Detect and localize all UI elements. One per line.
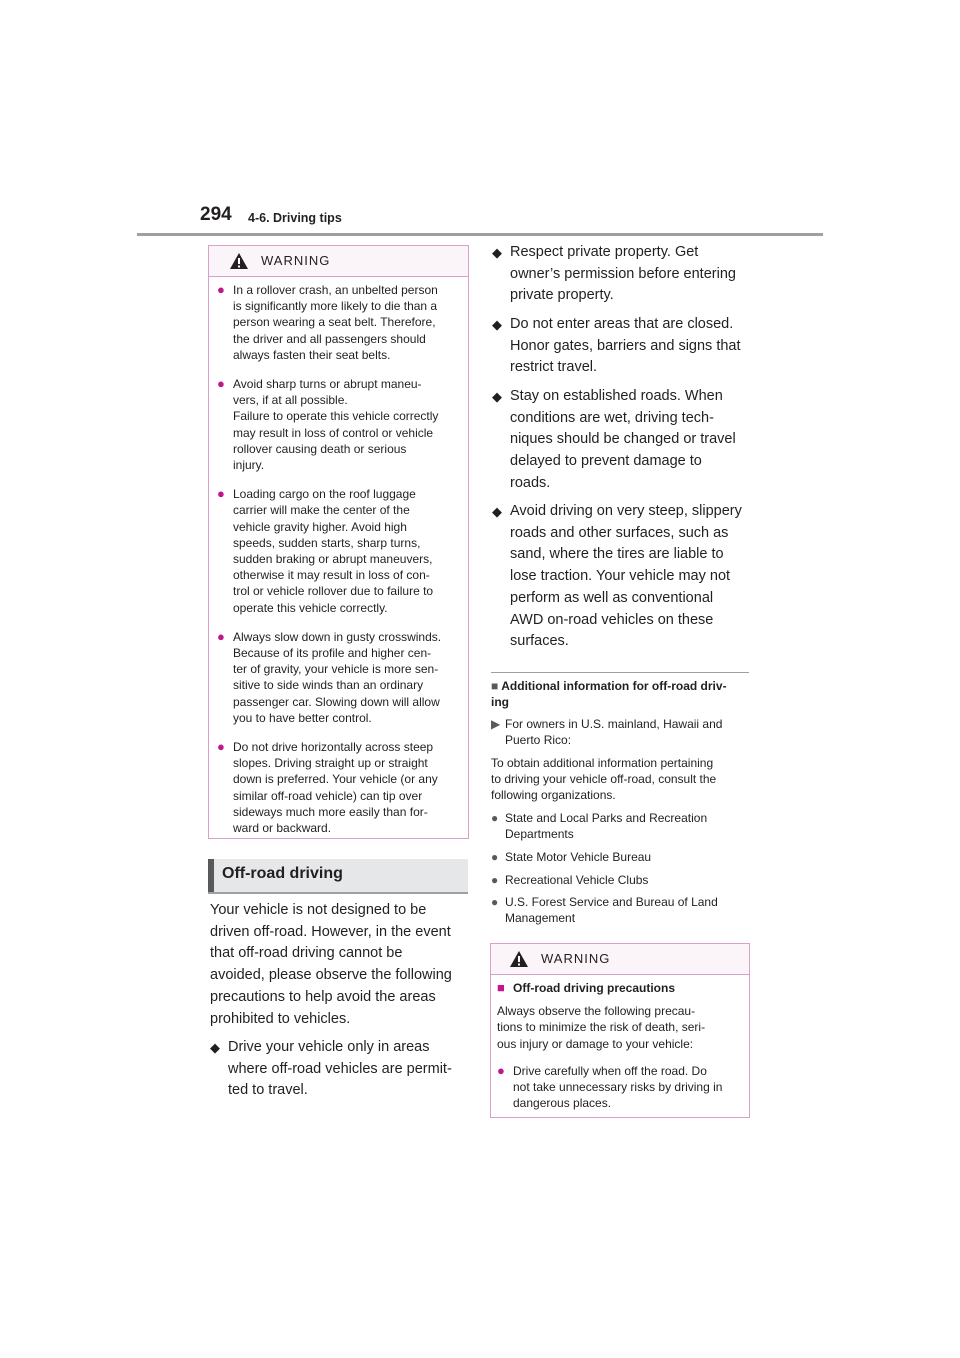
warning-header: WARNING [209, 246, 468, 277]
organization-item: ●U.S. Forest Service and Bureau of Land … [491, 895, 718, 926]
heading-marker [208, 859, 214, 892]
section-divider [491, 672, 749, 673]
diamond-bullet-icon: ◆ [210, 1040, 220, 1055]
offroad-section-heading: Off-road driving [208, 859, 468, 894]
additional-info-body: To obtain additional information pertain… [491, 756, 717, 803]
warning-body: Always observe the following precau- tio… [497, 1004, 706, 1051]
warning-item: ●Loading cargo on the roof luggage carri… [217, 486, 434, 615]
offroad-intro: Your vehicle is not designed to be drive… [210, 902, 452, 1027]
arrow-bullet-icon: ▶ [491, 717, 501, 731]
offroad-bullet: ◆Do not enter areas that are closed. Hon… [492, 316, 741, 376]
warning-triangle-icon [510, 951, 528, 967]
section-title: 4-6. Driving tips [248, 211, 342, 225]
square-bullet-icon: ■ [497, 980, 505, 995]
organization-item: ●State and Local Parks and Recreation De… [491, 811, 708, 842]
header-rule [137, 233, 823, 236]
warning-subheading: ■Off-road driving precautions [497, 980, 676, 995]
page-number: 294 [200, 204, 232, 225]
owners-note: ▶For owners in U.S. mainland, Hawaii and… [491, 717, 723, 748]
warning-title: WARNING [541, 951, 611, 966]
warning-item: ●Do not drive horizontally across steep … [217, 739, 438, 836]
offroad-bullet: ◆Avoid driving on very steep, slippery r… [492, 503, 742, 650]
warning-item: ●Always slow down in gusty crosswinds. B… [217, 628, 442, 725]
warning-title: WARNING [261, 253, 331, 268]
warning-box-offroad: WARNING ■Off-road driving precautions Al… [490, 943, 750, 1118]
diamond-bullet-icon: ◆ [492, 245, 502, 260]
warning-item: ●In a rollover crash, an unbelted person… [217, 282, 438, 362]
diamond-bullet-icon: ◆ [492, 389, 502, 404]
organization-item: ●State Motor Vehicle Bureau [491, 850, 652, 864]
diamond-bullet-icon: ◆ [492, 317, 502, 332]
warning-item: ●Avoid sharp turns or abrupt maneu- vers… [217, 376, 439, 473]
warning-triangle-icon [230, 253, 248, 269]
warning-box-rollover: WARNING ●In a rollover crash, an unbelte… [208, 245, 469, 839]
offroad-heading-label: Off-road driving [222, 865, 343, 882]
offroad-bullet: ◆Drive your vehicle only in areas where … [210, 1039, 452, 1099]
additional-info-heading: ■Additional information for off-road dri… [491, 679, 727, 709]
warning-item: ●Drive carefully when off the road. Do n… [497, 1062, 723, 1111]
offroad-bullet: ◆Stay on established roads. When conditi… [492, 388, 736, 491]
organization-item: ●Recreational Vehicle Clubs [491, 873, 649, 887]
warning-header: WARNING [491, 944, 749, 975]
diamond-bullet-icon: ◆ [492, 504, 502, 519]
square-bullet-icon: ■ [491, 679, 499, 693]
offroad-bullet: ◆Respect private property. Get owner’s p… [492, 244, 736, 304]
